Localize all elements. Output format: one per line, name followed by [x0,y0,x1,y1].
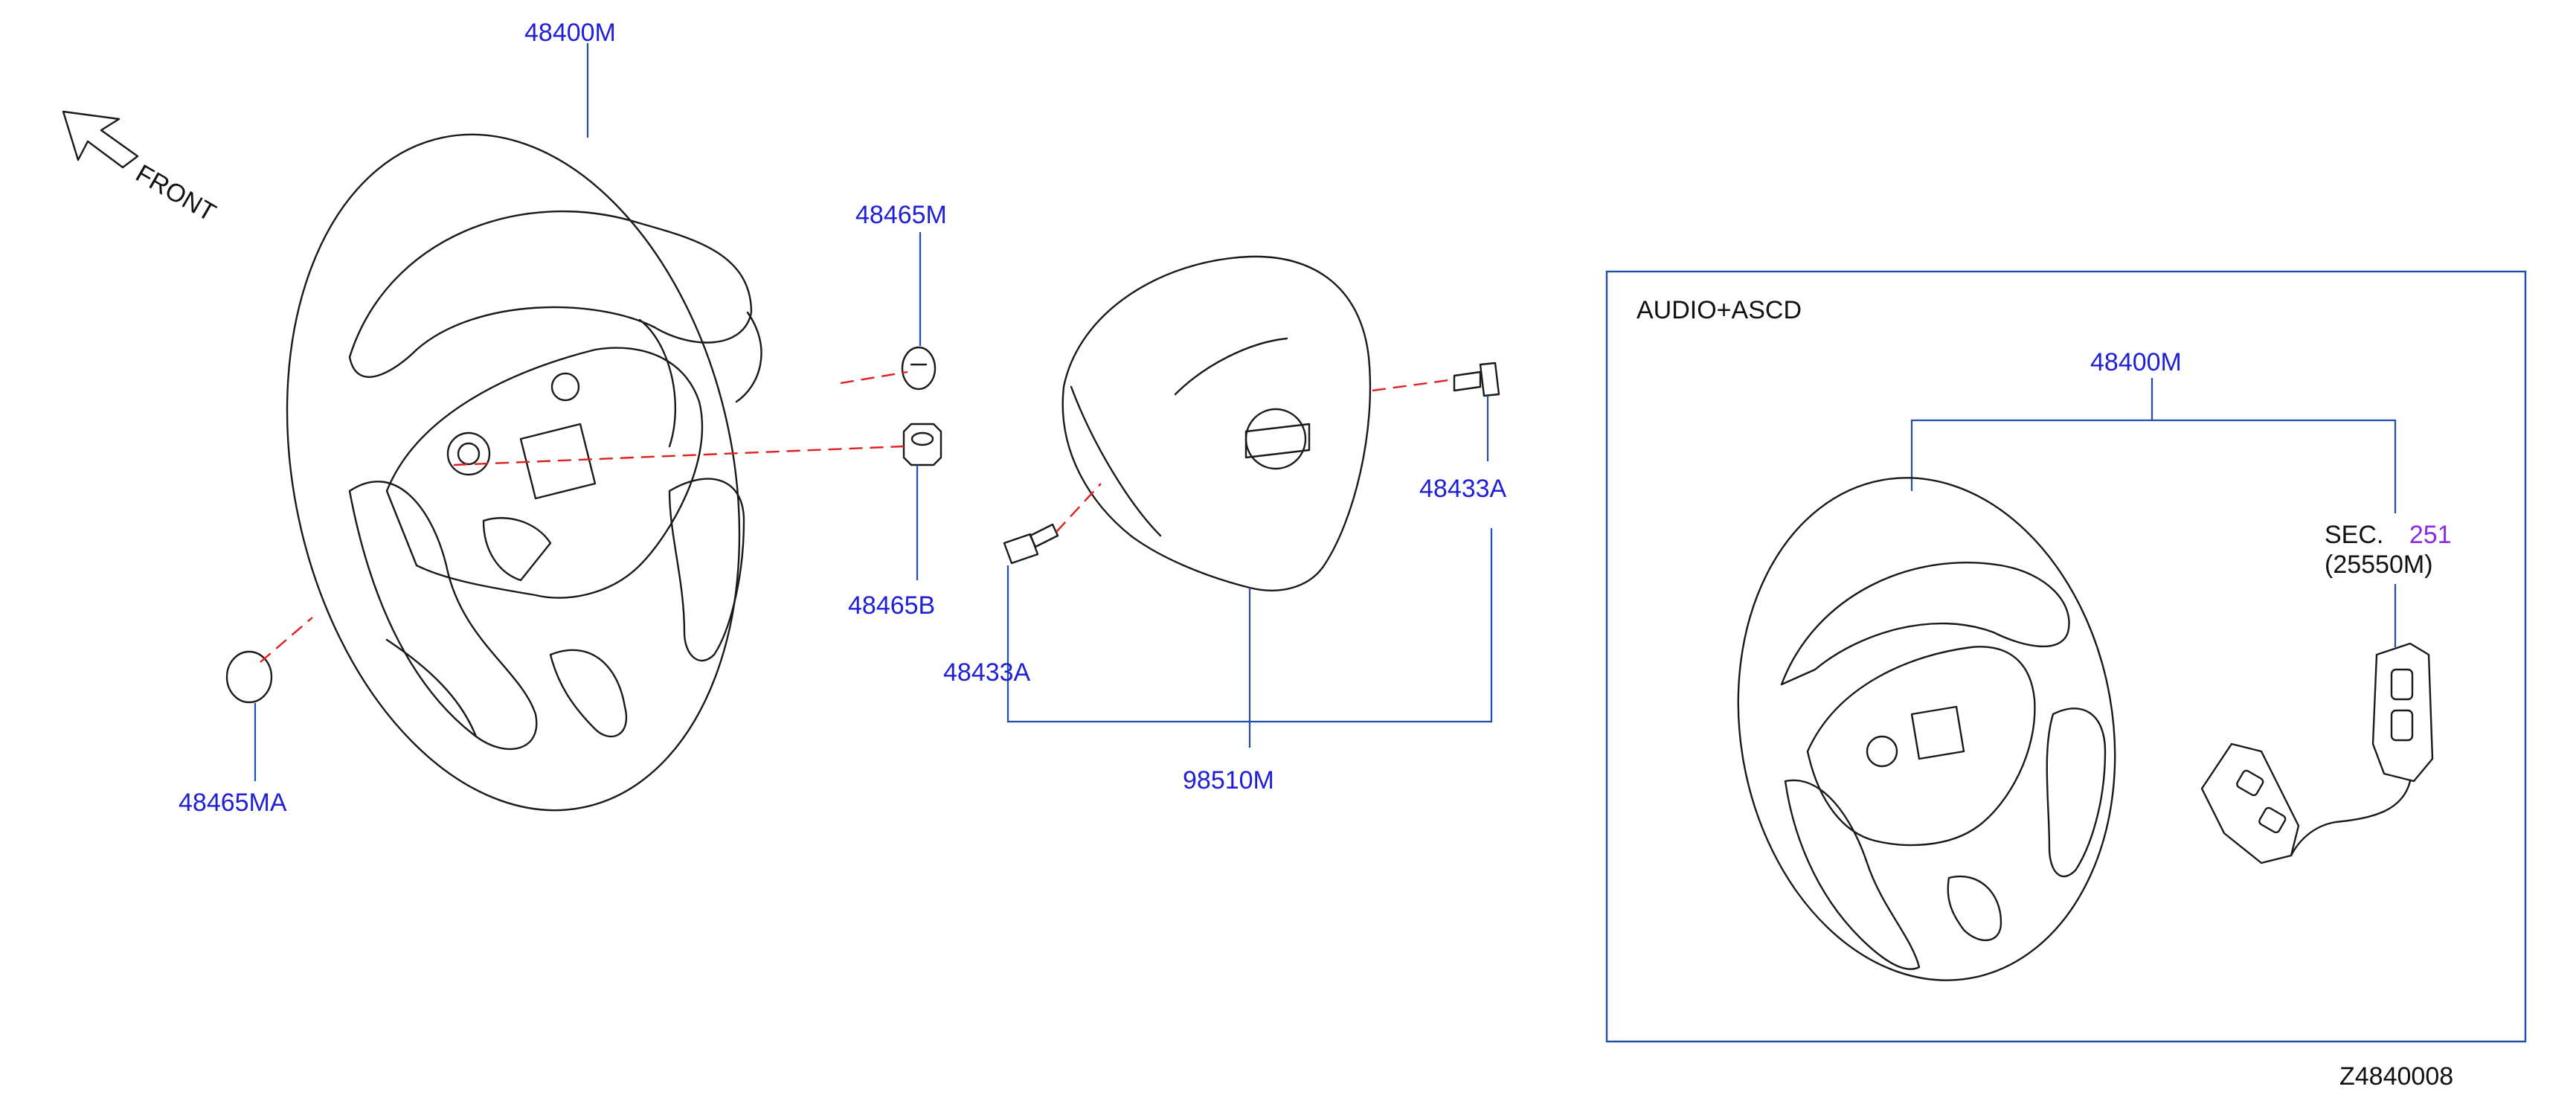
plug-upper-part [901,346,937,391]
figure-id: Z4840008 [2339,1062,2453,1091]
section-reference: SEC. 251 [2325,521,2452,549]
plug-lower-callout: 48465MA [179,789,287,817]
plug-upper-callout: 48465M [855,201,947,229]
inset-wheel-callout: 48400M [2090,348,2182,376]
section-link[interactable]: 251 [2409,521,2452,549]
airbag-module-drawing [1061,255,1372,591]
nut-part [902,423,942,466]
bolt-left-part [1003,523,1059,565]
inset-title: AUDIO+ASCD [1637,296,1802,324]
front-arrow-icon [62,110,139,169]
bolt-left-callout: 48433A [943,658,1031,687]
wheel-callout: 48400M [524,19,616,47]
bolt-right-callout: 48433A [1419,475,1507,503]
steering-wheel-drawing [286,133,762,812]
airbag-callout: 98510M [1183,766,1274,795]
plug-lower-part [225,650,273,704]
front-label: FRONT [131,159,220,227]
switch-part-number: (25550M) [2325,551,2433,579]
bolt-right-part [1453,362,1500,397]
inset-audio-ascd: AUDIO+ASCD 48400M SEC. 251 (25550M) [1605,270,2527,1043]
nut-callout: 48465B [848,591,935,620]
